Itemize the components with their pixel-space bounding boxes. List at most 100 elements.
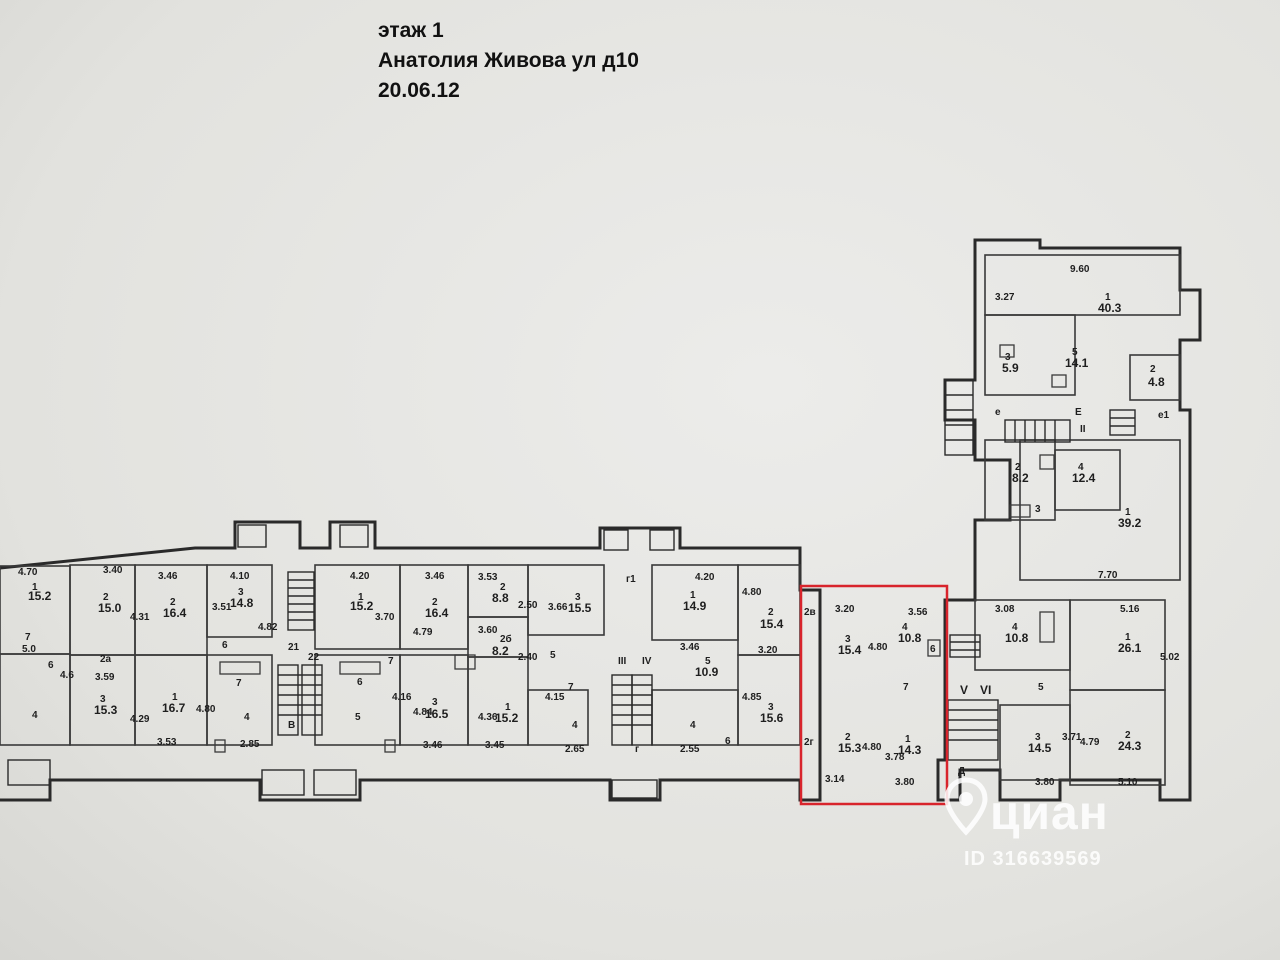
plan-label: 9.60 <box>1070 264 1090 275</box>
plan-label: 3 <box>1035 732 1041 743</box>
plan-label: 4.79 <box>1080 737 1100 748</box>
location-pin-icon <box>944 777 988 836</box>
plan-label: 2.85 <box>240 739 260 750</box>
plan-label: 3.71 <box>1062 732 1082 743</box>
plan-label: 6 <box>930 644 936 655</box>
plan-label: 3.46 <box>680 642 700 653</box>
plan-label: 15.2 <box>350 599 374 613</box>
plan-label: IV <box>642 656 652 667</box>
plan-label: 5 <box>1072 347 1078 358</box>
plan-label: 2.40 <box>518 652 538 663</box>
plan-label: 3.40 <box>103 565 123 576</box>
plan-label: 4.82 <box>258 622 278 633</box>
plan-label: 40.3 <box>1098 301 1122 315</box>
plan-label: 4.10 <box>230 571 250 582</box>
plan-label: 1 <box>1125 507 1131 518</box>
plan-label: 2 <box>1150 364 1156 375</box>
plan-label: 1 <box>32 582 38 593</box>
plan-label: 21 <box>288 642 300 653</box>
plan-label: 15.5 <box>568 601 592 615</box>
plan-label: 3.46 <box>423 740 443 751</box>
plan-label: 3 <box>432 697 438 708</box>
plan-label: 4.80 <box>862 742 882 753</box>
plan-label: 4.80 <box>196 704 216 715</box>
plan-label: 4.16 <box>392 692 412 703</box>
plan-label: 2 <box>500 582 506 593</box>
plan-label: 8.8 <box>492 591 509 605</box>
plan-label: 4.84 <box>413 707 433 718</box>
plan-label: 2 <box>1125 730 1131 741</box>
plan-label: 6 <box>725 736 731 747</box>
plan-label: 16.4 <box>425 606 449 620</box>
plan-label: 3.27 <box>995 292 1015 303</box>
plan-label: 2 <box>845 732 851 743</box>
plan-label: 2.65 <box>565 744 585 755</box>
plan-label: 3.20 <box>758 645 778 656</box>
plan-label: 14.3 <box>898 743 922 757</box>
date-label: 20.06.12 <box>378 79 460 102</box>
plan-label: 5.02 <box>1160 652 1180 663</box>
plan-label: 14.9 <box>683 599 707 613</box>
plan-label: 5.9 <box>1002 361 1019 375</box>
plan-label: 3 <box>575 592 581 603</box>
plan-label: 4.20 <box>350 571 370 582</box>
plan-label: 15.2 <box>28 589 52 603</box>
plan-label: III <box>618 656 627 667</box>
plan-label: 10.8 <box>898 631 922 645</box>
plan-label: 2.55 <box>680 744 700 755</box>
plan-fixtures <box>214 344 1067 753</box>
plan-label: 3.20 <box>835 604 855 615</box>
plan-label: 15.3 <box>94 703 118 717</box>
plan-label: 2 <box>1015 462 1021 473</box>
plan-label: 4.20 <box>695 572 715 583</box>
plan-label: 4.79 <box>413 627 433 638</box>
plan-labels: 4.70 1 15.2 7 5.0 6 4.6 4 3.40 2 15.0 4.… <box>18 264 1180 788</box>
plan-label: 3.60 <box>478 625 498 636</box>
plan-label: 4.15 <box>545 692 565 703</box>
plan-label: 7 <box>903 682 909 693</box>
plan-label: 5.16 <box>1120 604 1140 615</box>
plan-label: 3.78 <box>885 752 905 763</box>
plan-label: E <box>1075 407 1082 418</box>
plan-label: 15.2 <box>495 711 519 725</box>
watermark: циан ID 316639569 <box>942 774 1172 884</box>
plan-label: Д <box>958 766 965 777</box>
plan-label: V <box>960 683 968 697</box>
plan-label: 2 <box>103 592 109 603</box>
plan-label: 5 <box>705 656 711 667</box>
plan-label: 24.3 <box>1118 739 1142 753</box>
plan-label: VI <box>980 683 991 697</box>
plan-label: 8.2 <box>1012 471 1029 485</box>
plan-label: 3.46 <box>425 571 445 582</box>
plan-label: 2a <box>100 654 112 665</box>
plan-label: 2 <box>170 597 176 608</box>
plan-label: 16.4 <box>163 606 187 620</box>
plan-label: 3.80 <box>895 777 915 788</box>
plan-label: 3 <box>1005 352 1011 363</box>
plan-label: 6 <box>48 660 54 671</box>
plan-label: 4.31 <box>130 612 150 623</box>
plan-label: 3.51 <box>212 602 232 613</box>
plan-label: 5 <box>1038 682 1044 693</box>
plan-label: 3.80 <box>1035 777 1055 788</box>
plan-label: 1 <box>358 592 364 603</box>
plan-label: 4 <box>690 720 696 731</box>
plan-label: 4.36 <box>478 712 498 723</box>
plan-label: 3.53 <box>478 572 498 583</box>
plan-label: 2 <box>768 607 774 618</box>
plan-label: 10.9 <box>695 665 719 679</box>
highlighted-unit-outline <box>799 584 949 806</box>
plan-label: 5.0 <box>22 644 36 655</box>
plan-label: II <box>1080 424 1086 435</box>
plan-label: 2 <box>432 597 438 608</box>
plan-label: 22 <box>308 652 320 663</box>
plan-label: 7 <box>25 632 31 643</box>
plan-label: 7 <box>568 682 574 693</box>
plan-label: г <box>635 744 639 755</box>
plan-label: 6 <box>357 677 363 688</box>
plan-label: 3.56 <box>908 607 928 618</box>
plan-label: 3.45 <box>485 740 505 751</box>
plan-label: 12.4 <box>1072 471 1096 485</box>
plan-label: 4 <box>1078 462 1084 473</box>
